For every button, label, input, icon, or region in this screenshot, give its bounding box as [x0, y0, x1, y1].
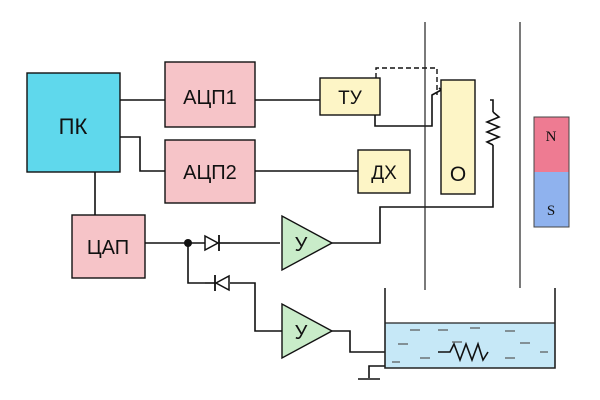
amplifier-top-label: У	[295, 234, 308, 256]
wire-junction-down	[187, 243, 205, 284]
adc1-label: АЦП1	[183, 87, 237, 109]
tu-label: ТУ	[338, 88, 363, 109]
amplifier-bottom-label: У	[295, 322, 308, 344]
diode-forward-icon	[204, 234, 230, 252]
wire-thermocouple-dashed	[375, 67, 438, 95]
magnet-north-label: N	[546, 129, 557, 145]
wire-amp-top-output	[332, 145, 494, 244]
dewar-vessel	[384, 288, 556, 369]
amplifier-top	[281, 214, 334, 272]
heater-resistor-icon	[438, 341, 489, 363]
adc1-block	[164, 61, 256, 128]
wire-tu-thermocouple	[374, 88, 444, 127]
amplifier-bottom	[281, 302, 334, 360]
dac-label: ЦАП	[87, 237, 129, 259]
wire-pc-adc2	[120, 136, 165, 172]
magnet-south-label: S	[547, 203, 555, 219]
wire-diode-bottom-out	[230, 282, 282, 332]
pc-label: ПК	[59, 114, 88, 139]
wire-resistor-top	[490, 99, 494, 112]
adc2-label: АЦП2	[183, 162, 237, 184]
sample-block	[440, 79, 476, 195]
dac-block	[71, 214, 146, 279]
liquid-hatching	[392, 327, 548, 363]
junction-dot	[184, 239, 192, 247]
pc-block	[26, 72, 121, 173]
dh-label: ДХ	[371, 163, 397, 184]
tu-block	[319, 77, 381, 116]
sample-label: О	[450, 163, 466, 186]
magnet-outline	[533, 116, 570, 228]
cryostat	[384, 22, 556, 369]
diode-reverse-icon	[205, 274, 230, 292]
adc2-block	[164, 139, 256, 204]
sample-resistor-icon	[484, 111, 502, 146]
magnet-north-pole	[534, 117, 569, 172]
dh-block	[357, 149, 411, 194]
magnet-south-pole	[534, 172, 569, 227]
